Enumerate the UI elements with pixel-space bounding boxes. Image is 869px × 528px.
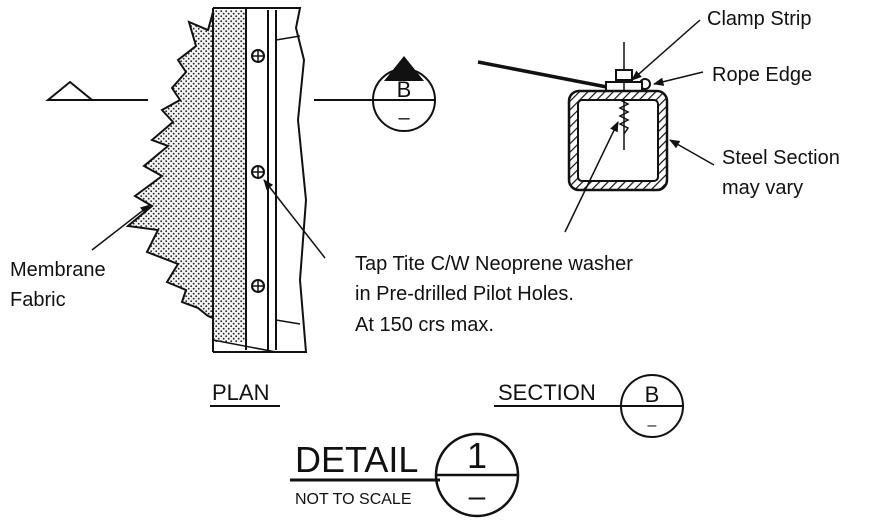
membrane-fabric xyxy=(125,11,214,320)
leader-fastener xyxy=(263,179,326,259)
leader-steel-section xyxy=(669,139,715,166)
leader-screw xyxy=(564,121,619,233)
plan-view xyxy=(45,7,372,353)
section-marker-sheet: – xyxy=(398,107,410,129)
section-marker-letter: B xyxy=(397,77,412,102)
leader-membrane xyxy=(91,204,151,251)
detail-title-word: DETAIL xyxy=(295,439,418,480)
fastener-2 xyxy=(251,165,265,179)
fabric-edge-band xyxy=(213,10,246,342)
section-title-word: SECTION xyxy=(498,380,596,405)
label-membrane: Membrane xyxy=(10,259,106,281)
label-may-vary: may vary xyxy=(722,177,803,199)
leader-rope-edge xyxy=(652,71,704,86)
section-title: SECTION B – xyxy=(494,374,684,438)
section-marker-top: B – xyxy=(372,56,436,132)
fabric-line xyxy=(477,60,613,90)
section-title-sheet: – xyxy=(648,417,657,434)
fastener-3 xyxy=(251,279,265,293)
label-tap-tite-2: in Pre-drilled Pilot Holes. xyxy=(355,283,574,305)
detail-title: DETAIL NOT TO SCALE 1 – xyxy=(290,432,520,518)
section-title-letter: B xyxy=(645,382,660,407)
leader-clamp-strip xyxy=(631,19,701,81)
detail-title-sheet: – xyxy=(469,480,486,513)
label-steel-section: Steel Section xyxy=(722,147,840,169)
section-cut-triangle xyxy=(45,80,95,101)
section-view xyxy=(477,19,715,233)
detail-title-subtitle: NOT TO SCALE xyxy=(295,491,411,508)
plan-title: PLAN xyxy=(212,380,269,405)
label-fabric: Fabric xyxy=(10,289,66,311)
label-rope-edge: Rope Edge xyxy=(712,64,812,86)
detail-title-number: 1 xyxy=(467,435,487,476)
fastener-1 xyxy=(251,49,265,63)
label-tap-tite-1: Tap Tite C/W Neoprene washer xyxy=(355,253,633,275)
label-clamp-strip: Clamp Strip xyxy=(707,8,811,30)
label-tap-tite-3: At 150 crs max. xyxy=(355,314,494,336)
